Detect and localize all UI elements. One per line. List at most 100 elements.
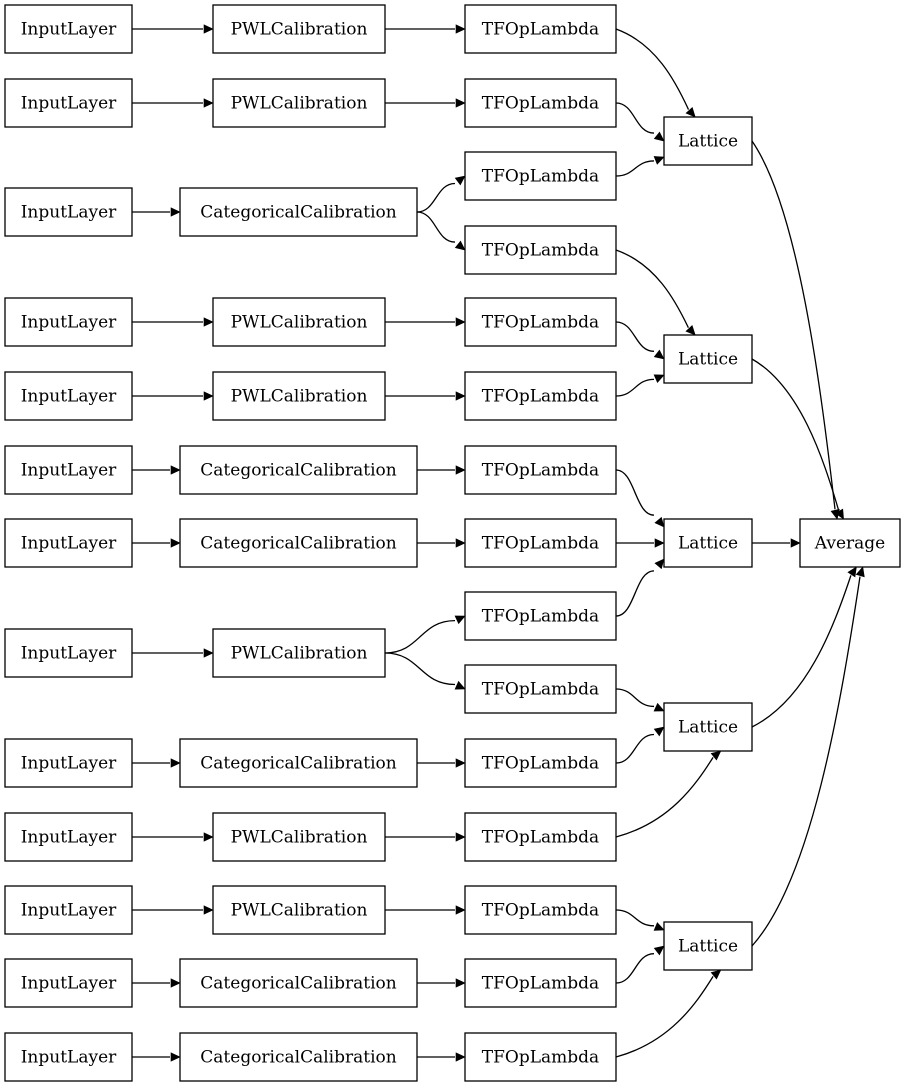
node-label: PWLCalibration <box>231 94 368 114</box>
node-input-layer-in3[interactable]: InputLayer <box>4 187 133 237</box>
node-input-layer-in13[interactable]: InputLayer <box>4 1032 133 1082</box>
node-tfop-lambda-op6[interactable]: TFOpLambda <box>464 371 617 421</box>
node-box <box>464 4 617 54</box>
edge-layer <box>131 24 865 1062</box>
node-input-layer-in1[interactable]: InputLayer <box>4 4 133 54</box>
edge-op2-to-lat1 <box>615 102 655 134</box>
node-input-layer-in7[interactable]: InputLayer <box>4 518 133 568</box>
node-label: InputLayer <box>21 20 117 40</box>
node-input-layer-in9[interactable]: InputLayer <box>4 738 133 788</box>
arrow-head-icon <box>653 702 665 712</box>
node-categorical-calibration-cal12[interactable]: CategoricalCalibration <box>179 958 418 1008</box>
arrow-head-icon <box>847 566 857 578</box>
node-label: CategoricalCalibration <box>200 203 396 223</box>
node-box <box>179 1032 418 1082</box>
edge-op1-to-lat1 <box>615 28 690 110</box>
node-tfop-lambda-op2[interactable]: TFOpLambda <box>464 78 617 128</box>
node-lattice-lat5[interactable]: Lattice <box>663 921 753 971</box>
node-label: InputLayer <box>21 644 117 664</box>
arrow-head-icon <box>790 538 801 548</box>
node-box <box>4 4 133 54</box>
node-label: CategoricalCalibration <box>200 534 396 554</box>
edge-op15-to-lat5 <box>615 976 714 1058</box>
node-input-layer-in8[interactable]: InputLayer <box>4 628 133 678</box>
node-pwlcalibration-cal8[interactable]: PWLCalibration <box>212 628 386 678</box>
node-layer: InputLayerInputLayerInputLayerInputLayer… <box>4 4 901 1082</box>
node-box <box>212 371 386 421</box>
node-label: TFOpLambda <box>482 680 599 700</box>
node-tfop-lambda-op12[interactable]: TFOpLambda <box>464 812 617 862</box>
node-tfop-lambda-op7[interactable]: TFOpLambda <box>464 445 617 495</box>
arrow-head-icon <box>855 566 865 578</box>
node-pwlcalibration-cal5[interactable]: PWLCalibration <box>212 371 386 421</box>
node-label: TFOpLambda <box>482 607 599 627</box>
node-tfop-lambda-op1[interactable]: TFOpLambda <box>464 4 617 54</box>
node-tfop-lambda-op9[interactable]: TFOpLambda <box>464 591 617 641</box>
node-box <box>464 297 617 347</box>
node-categorical-calibration-cal6[interactable]: CategoricalCalibration <box>179 445 418 495</box>
node-lattice-lat2[interactable]: Lattice <box>663 334 753 384</box>
node-tfop-lambda-op11[interactable]: TFOpLambda <box>464 738 617 788</box>
node-label: PWLCalibration <box>231 828 368 848</box>
node-pwlcalibration-cal1[interactable]: PWLCalibration <box>212 4 386 54</box>
node-input-layer-in10[interactable]: InputLayer <box>4 812 133 862</box>
node-pwlcalibration-cal4[interactable]: PWLCalibration <box>212 297 386 347</box>
node-input-layer-in4[interactable]: InputLayer <box>4 297 133 347</box>
node-lattice-lat1[interactable]: Lattice <box>663 116 753 166</box>
node-label: InputLayer <box>21 534 117 554</box>
node-pwlcalibration-cal11[interactable]: PWLCalibration <box>212 885 386 935</box>
node-box <box>464 371 617 421</box>
node-tfop-lambda-op10[interactable]: TFOpLambda <box>464 664 617 714</box>
node-label: InputLayer <box>21 974 117 994</box>
edge-op13-to-lat5 <box>615 909 655 927</box>
node-categorical-calibration-cal13[interactable]: CategoricalCalibration <box>179 1032 418 1082</box>
node-tfop-lambda-op4[interactable]: TFOpLambda <box>464 225 617 275</box>
node-label: PWLCalibration <box>231 387 368 407</box>
node-input-layer-in11[interactable]: InputLayer <box>4 885 133 935</box>
node-categorical-calibration-cal7[interactable]: CategoricalCalibration <box>179 518 418 568</box>
node-label: TFOpLambda <box>482 754 599 774</box>
node-box <box>179 187 418 237</box>
node-lattice-lat4[interactable]: Lattice <box>663 702 753 752</box>
node-label: TFOpLambda <box>482 1048 599 1068</box>
node-categorical-calibration-cal3[interactable]: CategoricalCalibration <box>179 187 418 237</box>
node-label: InputLayer <box>21 313 117 333</box>
node-label: TFOpLambda <box>482 534 599 554</box>
node-categorical-calibration-cal9[interactable]: CategoricalCalibration <box>179 738 418 788</box>
node-label: PWLCalibration <box>231 313 368 333</box>
node-tfop-lambda-op8[interactable]: TFOpLambda <box>464 518 617 568</box>
node-box <box>4 297 133 347</box>
node-lattice-lat3[interactable]: Lattice <box>663 518 753 568</box>
arrow-head-icon <box>654 538 665 548</box>
node-tfop-lambda-op5[interactable]: TFOpLambda <box>464 297 617 347</box>
arrow-head-icon <box>710 750 722 761</box>
arrow-head-icon <box>203 905 214 915</box>
node-tfop-lambda-op14[interactable]: TFOpLambda <box>464 958 617 1008</box>
node-label: InputLayer <box>21 1048 117 1068</box>
node-label: Lattice <box>678 350 738 370</box>
node-box <box>4 958 133 1008</box>
node-average-avg[interactable]: Average <box>799 518 901 568</box>
arrow-head-icon <box>170 465 181 475</box>
node-input-layer-in2[interactable]: InputLayer <box>4 78 133 128</box>
node-pwlcalibration-cal2[interactable]: PWLCalibration <box>212 78 386 128</box>
node-input-layer-in12[interactable]: InputLayer <box>4 958 133 1008</box>
arrow-head-icon <box>455 317 466 327</box>
arrow-head-icon <box>454 240 466 251</box>
edge-cal8-to-op10 <box>384 652 456 686</box>
node-label: TFOpLambda <box>482 20 599 40</box>
node-input-layer-in5[interactable]: InputLayer <box>4 371 133 421</box>
node-box <box>4 1032 133 1082</box>
node-box <box>464 591 617 641</box>
node-label: TFOpLambda <box>482 313 599 333</box>
node-tfop-lambda-op3[interactable]: TFOpLambda <box>464 151 617 201</box>
node-label: InputLayer <box>21 828 117 848</box>
node-tfop-lambda-op13[interactable]: TFOpLambda <box>464 885 617 935</box>
arrow-head-icon <box>455 832 466 842</box>
node-input-layer-in6[interactable]: InputLayer <box>4 445 133 495</box>
edge-cal3-to-op4 <box>416 211 456 243</box>
node-box <box>212 885 386 935</box>
node-tfop-lambda-op15[interactable]: TFOpLambda <box>464 1032 617 1082</box>
node-pwlcalibration-cal10[interactable]: PWLCalibration <box>212 812 386 862</box>
edge-lat5-to-avg <box>751 576 861 947</box>
